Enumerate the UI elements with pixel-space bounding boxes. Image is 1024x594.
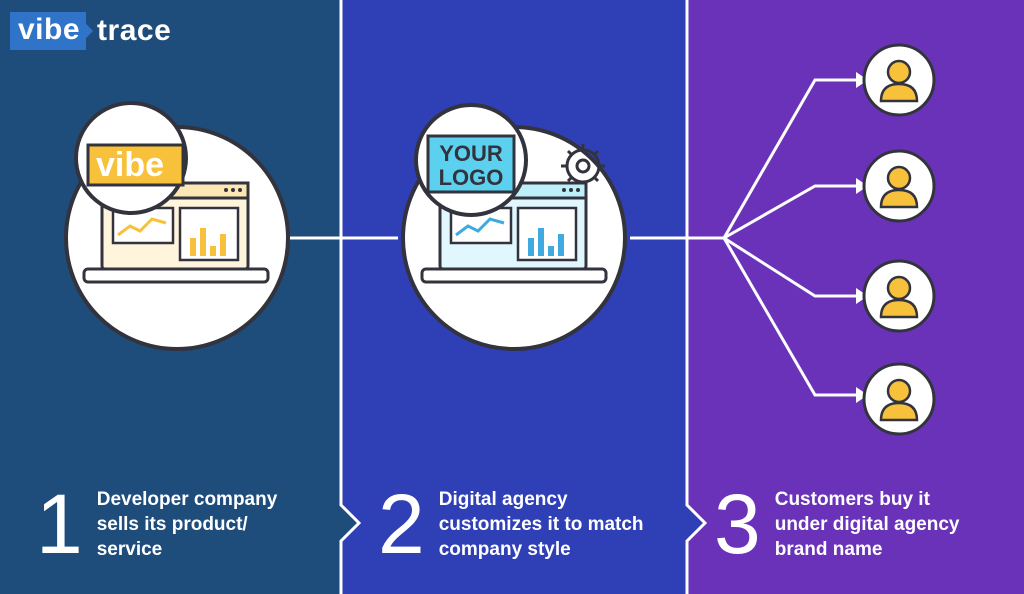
- divider-chevron-2: [679, 0, 708, 594]
- customer-2: [862, 149, 936, 223]
- step-3-line-3: brand name: [774, 539, 883, 560]
- divider-chevron-1: [333, 0, 362, 594]
- step-3-line-2: under digital agency: [774, 514, 960, 535]
- branch-lines: [722, 78, 858, 397]
- agency-illustration: YOUR LOGO: [401, 103, 627, 351]
- vibe-badge: vibe: [74, 101, 188, 215]
- branch-arrowheads: [856, 72, 868, 403]
- step-1-line-1: Developer company: [96, 489, 278, 510]
- step-1-line-2: sells its product/: [96, 514, 248, 535]
- user-icon: [879, 275, 919, 319]
- customer-3: [862, 259, 936, 333]
- step-2-number: 2: [378, 477, 425, 571]
- your-logo-line1: YOUR: [439, 141, 503, 166]
- step-1-caption: 1 Developer company sells its product/ s…: [36, 482, 277, 566]
- user-icon: [879, 378, 919, 422]
- customer-4: [862, 362, 936, 436]
- step-2-line-2: customizes it to match: [438, 514, 644, 535]
- brand-logo-vibe: vibe: [10, 12, 87, 50]
- customer-1: [862, 43, 936, 117]
- step-3-text: Customers buy it under digital agency br…: [775, 482, 960, 562]
- step-1-line-3: service: [96, 539, 163, 560]
- brand-logo-trace: trace: [97, 14, 172, 47]
- step-3-line-1: Customers buy it: [774, 489, 930, 510]
- step-1-text: Developer company sells its product/ ser…: [97, 482, 278, 562]
- your-logo-line2: LOGO: [439, 165, 504, 190]
- step-3-caption: 3 Customers buy it under digital agency …: [714, 482, 959, 566]
- step-1-number: 1: [36, 477, 83, 571]
- user-icon: [879, 59, 919, 103]
- developer-illustration: vibe: [64, 101, 290, 351]
- your-logo-badge: YOUR LOGO: [414, 103, 528, 217]
- user-icon: [879, 165, 919, 209]
- step-3-number: 3: [714, 477, 761, 571]
- step-2-text: Digital agency customizes it to match co…: [439, 482, 644, 562]
- step-2-line-1: Digital agency: [438, 489, 568, 510]
- vibe-badge-text: vibe: [96, 146, 164, 184]
- step-2-line-3: company style: [438, 539, 571, 560]
- step-2-caption: 2 Digital agency customizes it to match …: [378, 482, 644, 566]
- brand-logo[interactable]: vibe trace: [10, 12, 171, 50]
